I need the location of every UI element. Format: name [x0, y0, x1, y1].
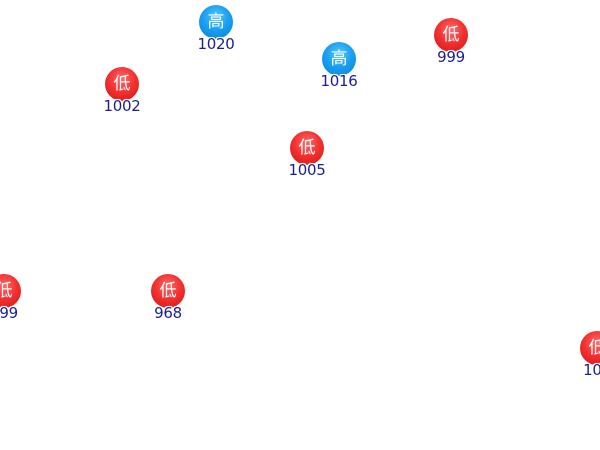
pressure-marker-low[interactable]: 低 1005 [277, 131, 337, 183]
low-pressure-icon: 低 [105, 67, 139, 101]
low-pressure-icon: 低 [0, 274, 21, 308]
low-pressure-icon: 低 [290, 131, 324, 165]
pressure-value: 999 [437, 48, 465, 66]
low-pressure-icon: 低 [151, 274, 185, 308]
pressure-marker-high[interactable]: 高 1016 [309, 42, 369, 94]
pressure-value: 100 [583, 361, 600, 379]
pressure-value: 1002 [103, 97, 141, 115]
low-pressure-icon: 低 [580, 331, 600, 365]
high-pressure-icon: 高 [322, 42, 356, 76]
pressure-value: 968 [154, 304, 182, 322]
pressure-marker-low[interactable]: 低 999 [0, 274, 34, 326]
pressure-marker-low[interactable]: 低 1002 [92, 67, 152, 119]
pressure-value: 1005 [288, 161, 326, 179]
low-pressure-icon: 低 [434, 18, 468, 52]
pressure-marker-low[interactable]: 低 968 [138, 274, 198, 326]
pressure-value: 1016 [320, 72, 358, 90]
pressure-marker-high[interactable]: 高 1020 [186, 5, 246, 57]
pressure-value: 1020 [197, 35, 235, 53]
pressure-marker-low[interactable]: 低 999 [421, 18, 481, 70]
pressure-marker-low[interactable]: 低 100 [567, 331, 600, 383]
pressure-value: 999 [0, 304, 18, 322]
high-pressure-icon: 高 [199, 5, 233, 39]
